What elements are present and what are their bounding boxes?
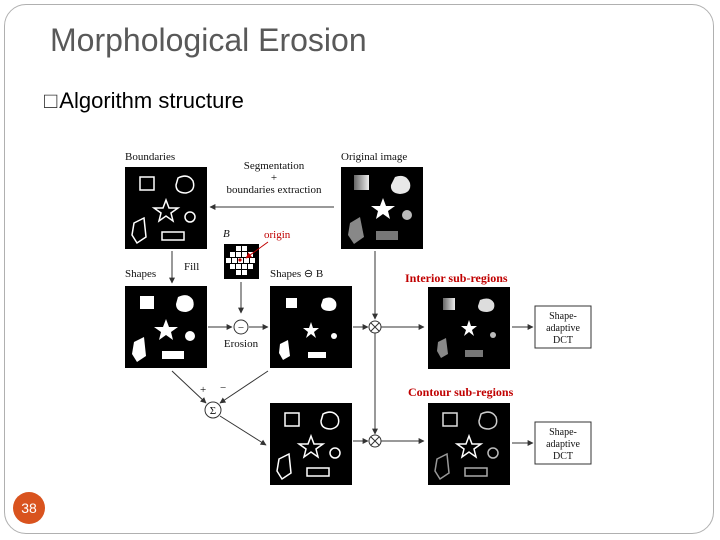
sigma-plus: + (200, 384, 206, 396)
shapes-image (125, 286, 207, 368)
dct-box-top (534, 305, 592, 349)
sigma-symbol: Σ (210, 405, 216, 417)
label-contour-subregions: Contour sub-regions (408, 385, 514, 399)
label-origin: origin (264, 229, 291, 241)
dct-bottom-line1: Shape- (549, 427, 577, 438)
label-original-image: Original image (341, 151, 407, 163)
label-interior-subregions: Interior sub-regions (405, 271, 508, 285)
dct-top-line1: Shape- (549, 311, 577, 322)
dct-bottom-line2: adaptive (546, 439, 580, 450)
bullet-item: □Algorithm structure (44, 88, 244, 114)
slide-frame (4, 4, 714, 534)
page-number-badge: 38 (13, 492, 45, 524)
label-shapes-minus-b: Shapes ⊖ B (270, 268, 323, 280)
eroded-shapes-image (270, 286, 352, 368)
dct-box-bottom (534, 421, 592, 465)
sigma-minus: − (220, 382, 226, 394)
dct-top-line3: DCT (553, 335, 573, 346)
label-shapes: Shapes (125, 268, 156, 280)
algorithm-diagram: Boundaries Segmentation + boundaries ext… (125, 151, 592, 485)
slide-title: Morphological Erosion (50, 22, 367, 58)
original-image (341, 167, 423, 249)
interior-subregion-image (428, 287, 510, 369)
bullet-text: Algorithm structure (59, 88, 244, 113)
label-segmentation-2: + (271, 172, 277, 184)
label-segmentation-1: Segmentation (244, 160, 305, 172)
boundaries-image (125, 167, 207, 249)
label-fill: Fill (184, 261, 199, 273)
erosion-operator: − (238, 322, 244, 334)
structuring-element-b (224, 244, 259, 279)
label-b: B (223, 228, 230, 240)
dct-bottom-line3: DCT (553, 451, 573, 462)
dct-top-line2: adaptive (546, 323, 580, 334)
contour-subregion-image (428, 403, 510, 485)
label-boundaries: Boundaries (125, 151, 175, 163)
bullet-box-icon: □ (44, 88, 58, 113)
label-erosion: Erosion (224, 338, 259, 350)
label-segmentation-3: boundaries extraction (227, 184, 322, 196)
contour-shapes-image (270, 403, 352, 485)
